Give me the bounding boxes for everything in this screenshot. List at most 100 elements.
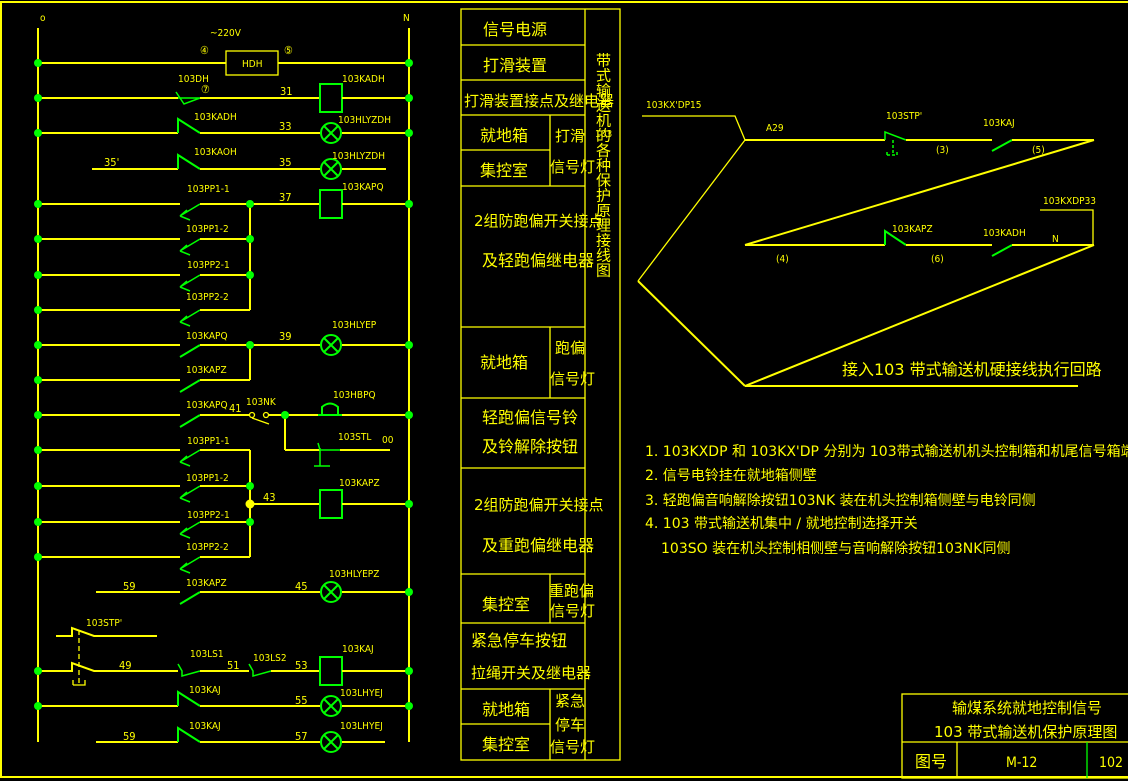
pp-group-1: 103PP1-1 37 103KAPQ 103PP1-2 103PP2-1 10…	[38, 182, 409, 327]
emergency-stop-icon	[56, 626, 157, 637]
drawing-number: M-12	[1006, 755, 1037, 771]
legend-cell: 就地箱	[480, 126, 528, 145]
device-label: 103KAPQ	[342, 182, 384, 193]
contact-label: 103PP2-2	[186, 292, 229, 303]
contact-label: 103KAOH	[194, 147, 237, 158]
device-label: 103HLYEP	[332, 320, 377, 331]
contact-label: 103DH	[178, 74, 209, 85]
sheet-number: 102	[1099, 755, 1123, 771]
contact-label: 103LS2	[253, 653, 287, 664]
device-label: 103HLYZDH	[338, 115, 391, 126]
legend-cell: 2组防跑偏开关接点	[474, 212, 604, 230]
legend-cell: 紧急停车按钮	[471, 631, 567, 650]
legend-cell: 跑偏	[555, 339, 585, 357]
contact-label: 103PP2-1	[187, 510, 230, 521]
wire-number: 59	[123, 580, 136, 593]
node-7: ⑦	[201, 83, 210, 96]
switch-label: 103NK	[246, 397, 277, 408]
neutral-label: N	[1052, 234, 1059, 245]
node-4: ④	[200, 44, 209, 57]
phase-label: o	[40, 13, 46, 24]
terminal-label: 103KXDP33	[1043, 196, 1096, 207]
wire-number: 57	[295, 730, 308, 743]
pushbutton-icon	[314, 442, 340, 467]
legend-cell: 停车	[555, 716, 585, 734]
no-contact-icon	[991, 244, 1013, 257]
note-item: 103SO 装在机头控制相侧壁与音响解除按钮103NK同侧	[661, 540, 1010, 557]
contact-label: 103STP'	[86, 618, 122, 629]
wire-number: 51	[227, 659, 240, 672]
contact-label: 103STL	[338, 432, 371, 443]
wire-number: 55	[295, 694, 308, 707]
legend-cell: 及轻跑偏继电器	[482, 251, 594, 270]
legend-cell: 就地箱	[482, 700, 530, 719]
indicator-lamp-icon	[320, 581, 342, 603]
device-label: 103LHYEJ	[340, 721, 383, 732]
terminal-label: 00	[382, 435, 394, 446]
indicator-lamp-icon	[320, 731, 342, 753]
legend-cell: 就地箱	[480, 353, 528, 372]
wire-number: 35	[279, 156, 292, 169]
device-label: 103LHYEJ	[340, 688, 383, 699]
contact-label: 103KAJ	[983, 118, 1015, 129]
pull-rope-switch-icon	[177, 663, 201, 677]
note-item: 4. 103 带式输送机集中 / 就地控制选择开关	[645, 515, 918, 532]
wire-number: 53	[295, 659, 308, 672]
wire-number: 59	[123, 730, 136, 743]
right-circuit: 103KX'DP15 A29 103STP' (3) 103KAJ (5) (4…	[637, 100, 1102, 387]
junction-dots	[34, 59, 413, 710]
node-label: (3)	[936, 145, 949, 156]
device-label: 103KAPZ	[339, 478, 380, 489]
contact-label: 103KAJ	[189, 685, 221, 696]
relay-coil-icon	[319, 83, 343, 113]
wire-number: 41	[229, 402, 242, 415]
vertical-title: 带式输送机的各种保护原理接线图	[594, 53, 612, 278]
vertical-title-number: 103	[595, 129, 612, 140]
title-block: 输煤系统就地控制信号 103 带式输送机保护原理图 图号 M-12 102	[901, 693, 1128, 779]
circuit-caption: 接入103 带式输送机硬接线执行回路	[842, 360, 1102, 379]
wire-label: A29	[766, 123, 784, 134]
legend-cell: 打滑	[555, 127, 585, 145]
float-contact-icon	[179, 203, 201, 221]
contact-label: 103KAPZ	[186, 578, 227, 589]
relay-coil-icon	[319, 656, 343, 686]
nc-contact-icon	[884, 229, 907, 246]
legend-cell: 及铃解除按钮	[482, 437, 578, 456]
indicator-lamp-icon	[320, 695, 342, 717]
emergency-stop-icon	[884, 130, 907, 141]
pp-group-2: 103PP1-1 103PP1-2 103PP2-1 103PP2-2 43 1…	[38, 436, 409, 574]
contact-label: 103KADH	[194, 112, 237, 123]
node-label: (5)	[1032, 145, 1045, 156]
left-circuit: o N ~220V ④ ⑤ HDH 103DH ⑦ 31 103KADH 103…	[34, 13, 413, 753]
wire-number: 39	[279, 330, 292, 343]
thermal-contact-icon	[175, 91, 201, 105]
hdh-label: HDH	[242, 59, 262, 70]
wire-number: 49	[119, 659, 132, 672]
stop-button-label: 103STP'	[886, 111, 922, 122]
contact-label: 103LS1	[190, 649, 224, 660]
indicator-lamp-icon	[320, 122, 342, 144]
legend-cell: 2组防跑偏开关接点	[474, 496, 604, 514]
legend-cell: 紧急	[555, 692, 585, 710]
drawing-subtitle: 103 带式输送机保护原理图	[934, 723, 1117, 741]
drawing-no-label: 图号	[915, 752, 947, 771]
note-item: 1. 103KXDP 和 103KX'DP 分别为 103带式输送机机头控制箱和…	[645, 444, 1128, 460]
device-label: 103KAJ	[342, 644, 374, 655]
wire-number: 33	[279, 120, 292, 133]
legend-cell: 信号灯	[550, 370, 595, 388]
terminal-label: 103KX'DP15	[646, 100, 702, 111]
legend-cell: 信号灯	[550, 158, 595, 176]
contact-label: 103PP1-1	[187, 184, 230, 195]
bell-icon	[318, 402, 342, 416]
contact-label: 103KAPQ	[186, 331, 228, 342]
note-item: 3. 轻跑偏音响解除按钮103NK 装在机头控制箱侧壁与电铃同侧	[645, 492, 1036, 509]
nc-contact-icon	[177, 153, 201, 170]
contact-label: 103KAJ	[189, 721, 221, 732]
indicator-lamp-icon	[320, 334, 342, 356]
device-label: 103KADH	[342, 74, 385, 85]
contact-label: 103PP1-2	[186, 473, 229, 484]
notes: 1. 103KXDP 和 103KX'DP 分别为 103带式输送机机头控制箱和…	[645, 444, 1128, 557]
supply-voltage: ~220V	[210, 28, 242, 39]
